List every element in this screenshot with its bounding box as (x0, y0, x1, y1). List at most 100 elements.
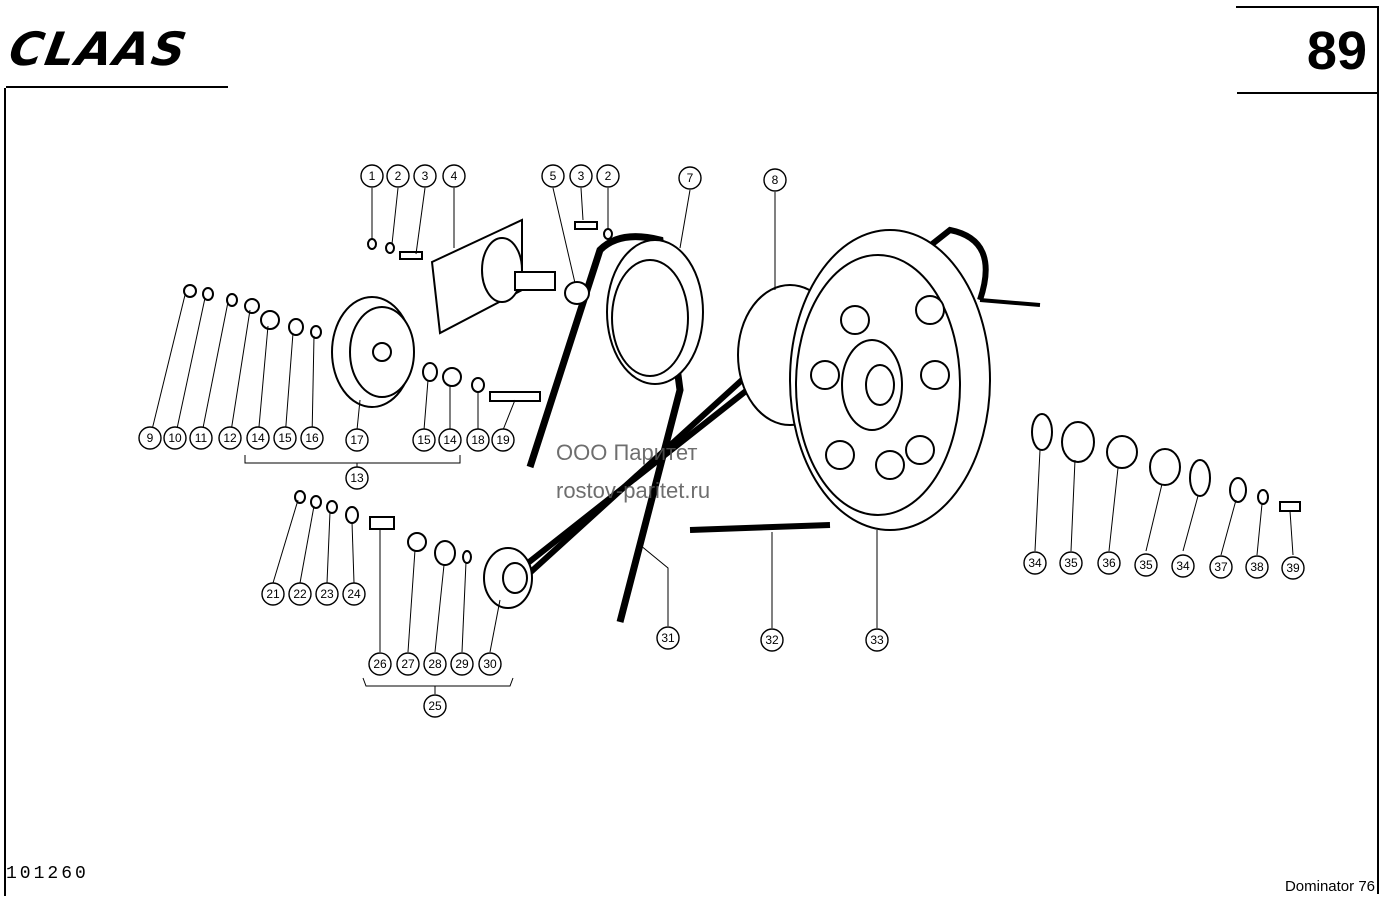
callout-12: 12 (218, 426, 242, 450)
callout-label: 19 (496, 433, 510, 447)
callout-19: 19 (491, 428, 515, 452)
callout-label: 26 (373, 657, 387, 671)
callout-label: 34 (1176, 559, 1190, 573)
callout-circle (1023, 551, 1047, 575)
leader-lines (149, 187, 1294, 694)
callout-11: 11 (189, 426, 213, 450)
callout-label: 7 (687, 171, 694, 185)
callout-circle (288, 582, 312, 606)
document-code: 101260 (6, 864, 89, 884)
callout-10: 10 (163, 426, 187, 450)
callout-21: 21 (261, 582, 285, 606)
idler-pulley-30 (483, 547, 533, 609)
callout-27: 27 (396, 652, 420, 676)
callout-circle (386, 164, 410, 188)
callout-label: 2 (395, 169, 402, 183)
callout-label: 3 (578, 169, 585, 183)
callout-label: 21 (266, 587, 280, 601)
callout-circle (1059, 551, 1083, 575)
callout-circle (246, 426, 270, 450)
callout-circle (138, 426, 162, 450)
callout-2: 2 (386, 164, 410, 188)
callout-label: 38 (1250, 560, 1264, 574)
callout-circle (466, 428, 490, 452)
bracket-plate (430, 218, 556, 335)
callout-28: 28 (423, 652, 447, 676)
frame-top-right-border (1236, 6, 1379, 8)
watermark-url: rostov-paritet.ru (556, 478, 711, 503)
callout-circle (1134, 553, 1158, 577)
callout-22: 22 (288, 582, 312, 606)
callout-circle (438, 428, 462, 452)
callout-circle (342, 582, 366, 606)
callout-circle (1245, 555, 1269, 579)
callout-circle (656, 626, 680, 650)
header-rule-left (6, 86, 228, 88)
callout-label: 12 (223, 431, 237, 445)
callout-label: 22 (293, 587, 307, 601)
callout-circle (360, 164, 384, 188)
callout-2: 2 (596, 164, 620, 188)
callout-circle (273, 426, 297, 450)
callout-circle (345, 466, 369, 490)
callout-circle (345, 428, 369, 452)
callout-label: 4 (451, 169, 458, 183)
callout-circle (261, 582, 285, 606)
callout-37: 37 (1209, 555, 1233, 579)
callout-label: 37 (1214, 560, 1228, 574)
callout-23: 23 (315, 582, 339, 606)
callout-label: 9 (147, 431, 154, 445)
callout-32: 32 (760, 628, 784, 652)
callout-circle (396, 652, 420, 676)
callout-label: 36 (1102, 556, 1116, 570)
pulley-7 (606, 239, 704, 385)
callout-label: 25 (428, 699, 442, 713)
callout-circle (412, 428, 436, 452)
callout-9: 9 (138, 426, 162, 450)
callout-label: 34 (1028, 556, 1042, 570)
callout-15: 15 (412, 428, 436, 452)
callout-38: 38 (1245, 555, 1269, 579)
callout-label: 5 (550, 169, 557, 183)
page-number: 89 (1306, 21, 1367, 81)
callout-label: 2 (605, 169, 612, 183)
callout-label: 17 (350, 433, 364, 447)
callout-16: 16 (300, 426, 324, 450)
callout-1: 1 (360, 164, 384, 188)
callout-circle (218, 426, 242, 450)
callout-circle (569, 164, 593, 188)
callout-label: 27 (401, 657, 415, 671)
callout-label: 28 (428, 657, 442, 671)
callout-29: 29 (450, 652, 474, 676)
callout-circle (491, 428, 515, 452)
callout-14: 14 (438, 428, 462, 452)
callout-circle (368, 652, 392, 676)
callout-circle (865, 628, 889, 652)
callout-label: 3 (422, 169, 429, 183)
callout-label: 10 (168, 431, 182, 445)
callout-circle (1281, 556, 1305, 580)
callout-33: 33 (865, 628, 889, 652)
callout-label: 23 (320, 587, 334, 601)
callout-circle (450, 652, 474, 676)
callout-label: 29 (455, 657, 469, 671)
callout-circle (678, 166, 702, 190)
callout-circle (413, 164, 437, 188)
frame-left-border (4, 88, 6, 896)
callout-label: 39 (1286, 561, 1300, 575)
callout-circle (315, 582, 339, 606)
callout-4: 4 (442, 164, 466, 188)
callout-label: 30 (483, 657, 497, 671)
callout-label: 32 (765, 633, 779, 647)
pulley-17 (331, 296, 415, 408)
callout-35: 35 (1134, 553, 1158, 577)
callout-label: 14 (251, 431, 265, 445)
callout-7: 7 (678, 166, 702, 190)
callout-circle (478, 652, 502, 676)
watermark-company: ООО Паритет (556, 440, 698, 465)
callout-26: 26 (368, 652, 392, 676)
pulley-33 (789, 229, 991, 531)
callout-34: 34 (1171, 554, 1195, 578)
callout-circle (300, 426, 324, 450)
callout-8: 8 (763, 168, 787, 192)
